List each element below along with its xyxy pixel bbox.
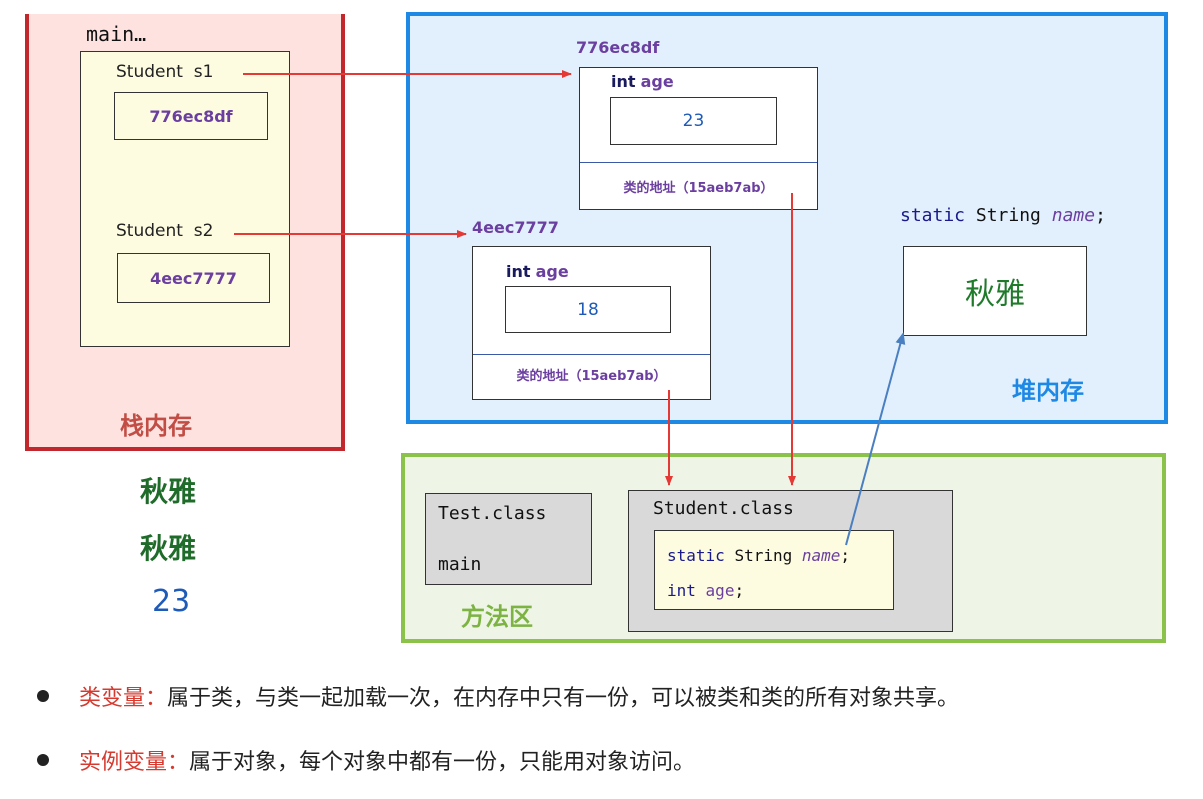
static-semicolon: ; [1095, 205, 1106, 226]
bullet-instance-variable: 实例变量： 属于对象，每个对象中都有一份，只能用对象访问。 [37, 744, 695, 776]
static-name: name [1051, 205, 1096, 226]
obj1-age-value: 23 [610, 97, 777, 145]
obj2-age-value: 18 [505, 286, 671, 333]
bullet-term: 实例变量： [79, 750, 190, 775]
static-field-declaration: static String name; [900, 205, 1106, 226]
obj1-class-address: 类的地址（15aeb7ab） [623, 181, 774, 196]
member-int-keyword: int [667, 581, 696, 600]
bullet-dot-icon [37, 690, 49, 702]
static-name-value-box: 秋雅 [903, 246, 1087, 336]
obj1-divider [580, 162, 817, 163]
obj2-field-label: int age [506, 262, 569, 281]
stack-frame-title: main… [86, 22, 147, 46]
student-class-name: Student.class [653, 498, 794, 519]
student-class-age-line: int age; [667, 581, 744, 600]
static-field-link-arrow [845, 332, 906, 546]
output-line-2: 秋雅 [140, 532, 197, 565]
s2-reference-box: 4eec7777 [117, 253, 270, 303]
obj1-field-label: int age [611, 72, 674, 91]
static-keyword: static [900, 205, 966, 226]
s2-declaration: Student s2 [116, 221, 214, 241]
obj2-field-type: int [506, 262, 531, 281]
obj1-address: 776ec8df [576, 38, 660, 57]
member-static-keyword: static [667, 546, 725, 565]
obj2-field-name: age [535, 262, 569, 281]
member-static-name: name [801, 546, 841, 565]
bullet-term: 类变量： [79, 686, 168, 711]
member-static-type: String [734, 546, 793, 565]
output-line-1: 秋雅 [140, 475, 197, 508]
student-class-static-line: static String name; [667, 546, 850, 565]
student-class-members [654, 530, 894, 610]
bullet-dot-icon [37, 754, 49, 766]
method-area-label: 方法区 [461, 603, 533, 631]
bullet-text: 属于类，与类一起加载一次，在内存中只有一份，可以被类和类的所有对象共享。 [167, 686, 960, 711]
static-type: String [975, 205, 1041, 226]
obj2-divider [473, 354, 710, 355]
member-static-semicolon: ; [840, 546, 851, 565]
member-age-name: age [705, 581, 735, 600]
test-class-box [425, 493, 592, 585]
stack-memory-label: 栈内存 [120, 412, 192, 440]
member-age-semicolon: ; [734, 581, 745, 600]
s1-declaration: Student s1 [116, 62, 214, 82]
test-class-main-method: main [438, 554, 482, 575]
heap-memory-label: 堆内存 [1012, 377, 1084, 405]
s1-reference-box: 776ec8df [114, 92, 268, 140]
bullet-text: 属于对象，每个对象中都有一份，只能用对象访问。 [189, 750, 696, 775]
bullet-class-variable: 类变量： 属于类，与类一起加载一次，在内存中只有一份，可以被类和类的所有对象共享… [37, 680, 959, 712]
output-line-3: 23 [152, 584, 191, 619]
obj2-address: 4eec7777 [472, 218, 559, 237]
obj1-field-name: age [640, 72, 674, 91]
obj2-class-address: 类的地址（15aeb7ab） [516, 369, 667, 384]
obj1-field-type: int [611, 72, 636, 91]
test-class-name: Test.class [438, 503, 547, 524]
